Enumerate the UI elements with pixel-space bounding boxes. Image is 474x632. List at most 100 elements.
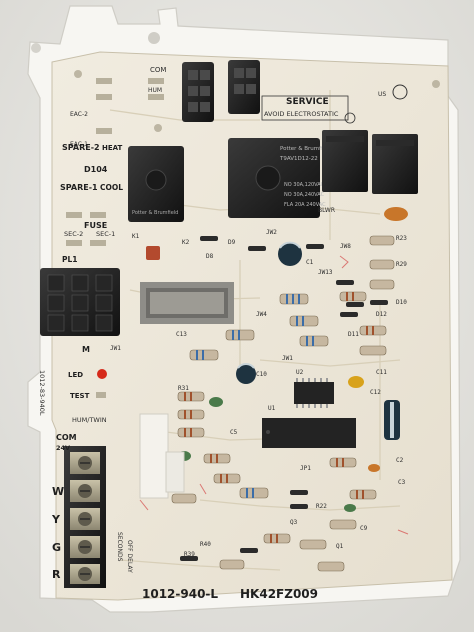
label-24v: 24V (56, 444, 70, 452)
ic-u2 (294, 378, 334, 408)
svg-text:JP1: JP1 (300, 465, 311, 472)
svg-text:T9AV1D12-22: T9AV1D12-22 (279, 156, 318, 162)
svg-text:JW8: JW8 (340, 243, 351, 250)
svg-text:R29: R29 (396, 261, 407, 268)
svg-text:K2: K2 (182, 239, 190, 246)
svg-text:C13: C13 (176, 331, 187, 338)
svg-text:D10: D10 (396, 299, 407, 306)
red-ink-marks (139, 255, 409, 535)
svg-text:NO 30A,240VAC: NO 30A,240VAC (284, 192, 325, 198)
terminal-label: Y (51, 513, 61, 526)
esd-symbol (344, 112, 356, 124)
svg-text:C10: C10 (256, 371, 267, 378)
svg-text:Potter & Brumfield: Potter & Brumfield (132, 210, 178, 216)
top-connector-left (182, 62, 214, 122)
svg-text:C5: C5 (230, 429, 238, 436)
svg-text:Q1: Q1 (336, 543, 344, 550)
capacitor-orange (384, 207, 408, 221)
label-eac1: EAC-1 (70, 141, 88, 148)
svg-text:C3: C3 (398, 479, 406, 486)
model-number: HK42FZ009 (240, 587, 318, 601)
svg-text:U1: U1 (268, 405, 276, 412)
svg-text:C9: C9 (360, 525, 368, 532)
svg-text:JW1: JW1 (282, 355, 293, 362)
label-spare2: SPARE-2 (62, 143, 100, 152)
fuse (146, 246, 160, 260)
label-pl1-m: M (82, 345, 90, 354)
svg-text:K1: K1 (132, 233, 140, 240)
svg-text:R22: R22 (316, 503, 327, 510)
label-hum: HUM (148, 87, 162, 94)
label-test: TEST (70, 392, 90, 400)
relay-right-pair (322, 130, 418, 194)
capacitor-c10 (236, 363, 256, 384)
relay-k2: Potter & Brumfield T9AV1D12-22 NO 30A,12… (228, 138, 331, 218)
svg-text:SERVICE: SERVICE (286, 97, 329, 107)
label-spare1: SPARE-1 (60, 183, 98, 192)
svg-text:U2: U2 (296, 369, 304, 376)
svg-text:D11: D11 (348, 331, 359, 338)
svg-text:R23: R23 (396, 235, 407, 242)
svg-text:JW2: JW2 (266, 229, 277, 236)
label-seconds: SECONDS (116, 532, 123, 562)
top-connector-right (228, 60, 260, 114)
ic-u1 (262, 418, 356, 448)
designators: K1 K2 C1 JW8 R23 R29 JW13 D10 D12 D11 JW… (110, 229, 407, 558)
label-fuse: FUSE (84, 221, 107, 230)
label-com-24v: COM (56, 433, 77, 442)
label-off-delay: OFF DELAY (126, 540, 133, 573)
svg-text:D9: D9 (228, 239, 236, 246)
svg-text:R31: R31 (178, 385, 189, 392)
test-pads (96, 392, 106, 398)
label-com: COM (150, 66, 166, 74)
plug-pl1 (40, 268, 120, 336)
svg-text:JW13: JW13 (318, 269, 333, 276)
diode-array (180, 236, 388, 561)
relay-k1: Potter & Brumfield (128, 146, 184, 222)
mount-hole (432, 80, 440, 88)
service-label: SERVICE AVOID ELECTROSTATIC (261, 95, 349, 121)
svg-text:Q3: Q3 (290, 519, 298, 526)
svg-text:AVOID ELECTROSTATIC: AVOID ELECTROSTATIC (264, 110, 339, 118)
mount-hole (74, 70, 82, 78)
terminal-label: W (52, 485, 64, 498)
svg-text:C12: C12 (370, 389, 381, 396)
label-d104: D104 (84, 165, 108, 174)
label-humtwin: HUM/TWIN (72, 416, 107, 424)
transformer (140, 282, 234, 324)
white-block-small (165, 451, 185, 493)
frame-hole (148, 32, 160, 44)
label-sec1: SEC-1 (96, 230, 115, 238)
label-cool: COOL (100, 183, 123, 192)
terminal-labels: W Y G R (51, 485, 64, 581)
svg-text:R39: R39 (184, 551, 195, 558)
label-sec2: SEC-2 (64, 230, 83, 238)
svg-text:C2: C2 (396, 457, 404, 464)
capacitor-c3 (384, 400, 400, 440)
svg-text:Potter & Brumfield: Potter & Brumfield (280, 146, 331, 152)
svg-text:D8: D8 (206, 253, 214, 260)
svg-text:D12: D12 (376, 311, 387, 318)
white-block (139, 413, 169, 499)
terminal-label: G (52, 541, 61, 554)
svg-text:JW4: JW4 (256, 311, 267, 318)
label-us: US (378, 91, 386, 98)
terminal-strip (64, 446, 106, 588)
frame-hole (31, 43, 41, 53)
label-eac2: EAC-2 (70, 111, 88, 118)
svg-text:JW1: JW1 (110, 345, 121, 352)
svg-text:C1: C1 (306, 259, 314, 266)
label-blwr: BLWR (318, 207, 335, 214)
ul-mark (392, 84, 408, 100)
label-led: LED (68, 371, 83, 379)
part-number: 1012-940-L (142, 587, 218, 601)
capacitor-c1 (278, 241, 302, 266)
resistor-array (171, 235, 395, 572)
label-pl1: PL1 (62, 255, 78, 264)
svg-text:FLA 20A 240VAC: FLA 20A 240VAC (284, 202, 326, 208)
label-heat: HEAT (102, 144, 123, 152)
terminal-label: R (52, 568, 61, 581)
spade-terminals-top (66, 78, 164, 246)
